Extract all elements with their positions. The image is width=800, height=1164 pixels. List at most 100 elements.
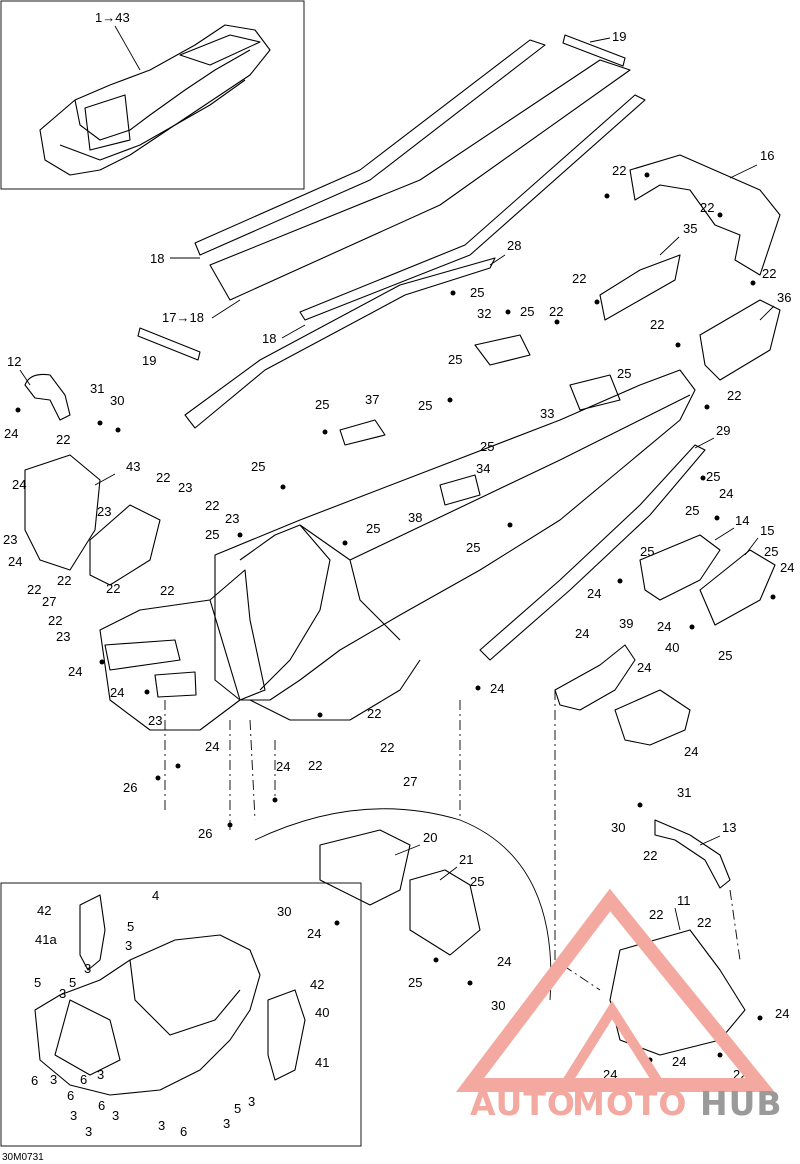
callout: 22 (727, 388, 741, 403)
callout: 25 (640, 544, 654, 559)
callout: 24 (497, 954, 511, 969)
callout: 22 (649, 907, 663, 922)
callout: 23 (3, 532, 17, 547)
part-13 (654, 819, 731, 889)
callout: 22 (160, 583, 174, 598)
part-15 (699, 549, 776, 626)
callout: 26 (123, 780, 137, 795)
callout: 20 (423, 830, 437, 845)
callout: 25 (315, 397, 329, 412)
callout: 40 (315, 1005, 329, 1020)
leader-lines (19, 37, 775, 931)
callout: 25 (366, 521, 380, 536)
callout: 24 (637, 660, 651, 675)
callout: 22 (380, 740, 394, 755)
callout: 3 (70, 1108, 77, 1123)
callout: 25 (718, 648, 732, 663)
callout: 25 (466, 540, 480, 555)
callout: 5 (234, 1101, 241, 1116)
callout: 22 (156, 470, 170, 485)
part-40 (614, 689, 691, 746)
callout: 22 (27, 582, 41, 597)
callout: 19 (612, 29, 626, 44)
callout: 33 (540, 406, 554, 421)
callout: 24 (657, 619, 671, 634)
rail-18-lower (299, 94, 646, 321)
callout: 3 (85, 1124, 92, 1139)
callout: 22 (643, 848, 657, 863)
callout: 3 (223, 1116, 230, 1131)
drawing-code: 30M0731 (2, 1152, 44, 1163)
inset-frame-bottom (0, 882, 362, 1147)
callout: 22 (612, 163, 626, 178)
callout: 38 (408, 510, 422, 525)
callout: 25 (480, 439, 494, 454)
callout: 22 (367, 706, 381, 721)
callout: 25 (617, 366, 631, 381)
callout: 3 (158, 1118, 165, 1133)
part-16 (629, 154, 781, 276)
callout: 25 (251, 459, 265, 474)
callout: 15 (760, 523, 774, 538)
callout: 25 (205, 527, 219, 542)
callout: 25 (470, 874, 484, 889)
callout: 24 (4, 426, 18, 441)
part-39 (554, 644, 636, 711)
rail-18-upper (194, 39, 546, 256)
fastener-dots (15, 172, 776, 1063)
inset-bottom-assembly (34, 894, 306, 1096)
callout: 25 (448, 352, 462, 367)
watermark-text-moto: MOTO (572, 1084, 687, 1123)
callout: 23 (225, 511, 239, 526)
callout: 39 (619, 616, 633, 631)
part-23-plate (154, 671, 197, 698)
callout: 24 (276, 759, 290, 774)
callout: 24 (68, 664, 82, 679)
callout: 27 (403, 774, 417, 789)
callout: 24 (575, 626, 589, 641)
watermark-text-hub: HUB (700, 1084, 783, 1123)
callout: 25 (685, 503, 699, 518)
callout: 3 (50, 1072, 57, 1087)
main-tunnel-frame (99, 369, 696, 731)
callout: 24 (205, 739, 219, 754)
callout: 24 (684, 744, 698, 759)
running-board-17 (209, 59, 631, 301)
callout: 41a (35, 932, 57, 947)
callout: 42 (37, 903, 51, 918)
rail-28 (184, 257, 496, 429)
callout: 22 (57, 573, 71, 588)
callout: 23 (148, 713, 162, 728)
callout: 26 (198, 826, 212, 841)
callout: 43 (126, 459, 140, 474)
callout: 24 (8, 554, 22, 569)
callout: 19 (142, 353, 156, 368)
callout: 5 (69, 975, 76, 990)
callout: 24 (110, 685, 124, 700)
watermark-text-auto: AUTO (470, 1084, 576, 1123)
callout: 3 (84, 961, 91, 976)
callout: 29 (716, 423, 730, 438)
callout: 18 (150, 251, 164, 266)
callout: 6 (80, 1072, 87, 1087)
callout: 24 (587, 586, 601, 601)
callout: 30 (491, 998, 505, 1013)
callout: 3 (248, 1094, 255, 1109)
callout: 32 (477, 306, 491, 321)
callout: 42 (310, 977, 324, 992)
callout: 22 (48, 613, 62, 628)
part-33 (569, 374, 621, 411)
callout: 22 (549, 304, 563, 319)
callout: 25 (470, 285, 484, 300)
part-37 (339, 419, 386, 446)
part-14 (639, 534, 721, 601)
part-20 (319, 829, 411, 906)
callout: 30 (611, 820, 625, 835)
trim-19-top (562, 34, 626, 67)
part-38 (439, 474, 481, 506)
callout: 14 (735, 513, 749, 528)
callout: 18 (262, 331, 276, 346)
callout: 11 (677, 893, 691, 908)
callout: 25 (418, 398, 432, 413)
